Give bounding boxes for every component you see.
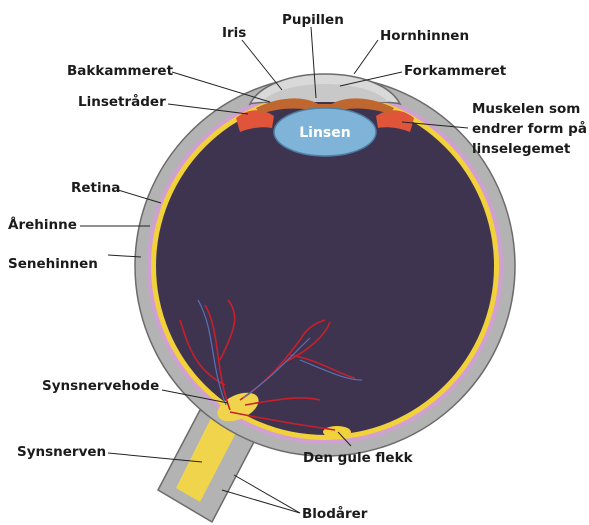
label-bakkammeret: Bakkammeret xyxy=(67,63,174,79)
label-iris: Iris xyxy=(222,25,246,41)
label-muskelen-1: Muskelen som xyxy=(472,101,580,117)
label-muskelen-3: linselegemet xyxy=(472,141,571,157)
label-arehinne: Årehinne xyxy=(8,216,77,233)
macula xyxy=(323,426,351,438)
label-senehinnen: Senehinnen xyxy=(8,256,98,272)
label-synsnervehode: Synsnervehode xyxy=(42,378,159,394)
label-pupillen: Pupillen xyxy=(282,12,344,28)
label-linsetrader: Linsetråder xyxy=(78,93,166,110)
label-den-gule-flekk: Den gule flekk xyxy=(303,450,414,466)
label-synsnerven: Synsnerven xyxy=(17,444,106,460)
label-forkammeret: Forkammeret xyxy=(404,63,507,79)
label-retina: Retina xyxy=(71,180,120,196)
label-muskelen-2: endrer form på xyxy=(472,120,587,137)
label-blodarer: Blodårer xyxy=(302,505,368,522)
lens-label: Linsen xyxy=(299,125,350,141)
label-hornhinnen: Hornhinnen xyxy=(380,28,469,44)
